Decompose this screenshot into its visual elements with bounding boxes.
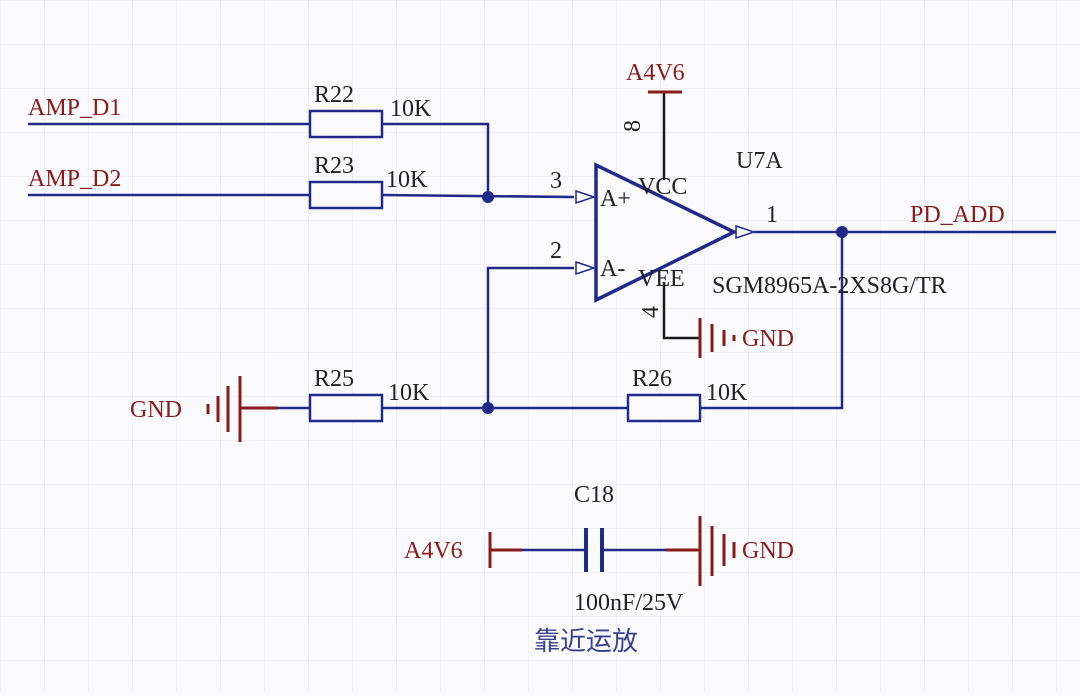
power-label-a4v6: A4V6 [626, 60, 685, 86]
r25-designator: R25 [314, 366, 354, 392]
opamp-part-number: SGM8965A-2XS8G/TR [712, 273, 947, 299]
resistor-icon[interactable] [308, 393, 384, 423]
opamp-pin-in-minus: A- [600, 256, 625, 282]
ground-icon [206, 376, 278, 442]
pin-arrow-icon [735, 224, 757, 240]
c18-value: 100nF/25V [574, 590, 684, 616]
wire-r22-junction [382, 122, 490, 197]
junction-dot-icon [482, 191, 494, 203]
r22-designator: R22 [314, 82, 354, 108]
net-label-amp-d2: AMP_D2 [28, 166, 121, 192]
gnd-label-cap: GND [742, 538, 794, 564]
wires [28, 122, 1056, 552]
c18-designator: C18 [574, 482, 614, 508]
opamp-pin-vee: VEE [638, 266, 685, 292]
r25-value: 10K [388, 380, 430, 406]
resistor-icon[interactable] [308, 109, 384, 139]
wire-r26-output [700, 232, 844, 410]
resistor-icon[interactable] [626, 393, 702, 423]
labels: AMP_D1 AMP_D2 PD_ADD A4V6 GND GND A4V6 G… [28, 60, 1005, 656]
resistor-icon[interactable] [308, 180, 384, 210]
net-label-amp-d1: AMP_D1 [28, 95, 121, 121]
gnd-label-opamp: GND [742, 326, 794, 352]
wire-pin2-feedback [486, 266, 574, 408]
opamp-pin-num-out: 1 [766, 202, 778, 228]
opamp-pin-num-plus: 3 [550, 168, 562, 194]
junction-dot-icon [836, 226, 848, 238]
capacitor-icon[interactable] [584, 528, 604, 572]
opamp-pin-vcc: VCC [638, 174, 687, 200]
wire-r23-pin3 [381, 193, 575, 199]
r23-value: 10K [386, 167, 428, 193]
ground-icon [666, 516, 736, 586]
net-label-pd-add: PD_ADD [910, 202, 1005, 228]
supply-wires [662, 92, 700, 340]
r26-designator: R26 [632, 366, 672, 392]
r23-designator: R23 [314, 153, 354, 179]
opamp-designator: U7A [736, 148, 783, 174]
opamp-pin-num-vee: 4 [638, 306, 664, 318]
power-label-a4v6-cap: A4V6 [404, 538, 463, 564]
pin-arrow-icon [575, 189, 597, 205]
r22-value: 10K [390, 96, 432, 122]
ground-icon [698, 318, 736, 358]
pin-arrow-icon [575, 260, 597, 276]
opamp-pin-in-plus: A+ [600, 186, 631, 212]
gnd-label-r25: GND [130, 397, 182, 423]
wire-vee [662, 282, 700, 340]
junction-dot-icon [482, 402, 494, 414]
r26-value: 10K [706, 380, 748, 406]
opamp-pin-num-vcc: 8 [620, 120, 646, 132]
note-near-opamp: 靠近运放 [534, 627, 638, 656]
junctions [482, 191, 848, 414]
pin-arrows [575, 189, 757, 276]
resistors [308, 109, 702, 423]
opamp-pin-num-minus: 2 [550, 238, 562, 264]
power-port-icon [488, 532, 522, 568]
opamp-icon[interactable] [594, 162, 738, 303]
